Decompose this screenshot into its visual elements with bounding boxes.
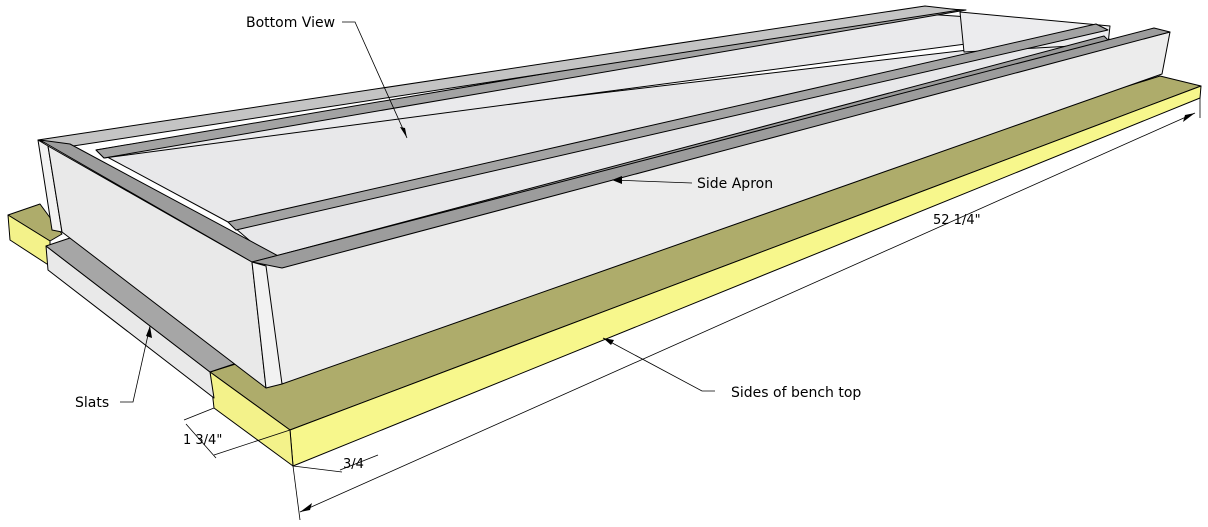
label-sides-of-bench-top: Sides of bench top [731, 385, 861, 401]
leader-slats-arrow [146, 326, 152, 338]
leader-sides-bench-top [602, 337, 715, 392]
length-dim-arrow-left [300, 503, 312, 512]
inner-rail-middle [227, 23, 1109, 231]
thickness-dim-line [339, 454, 379, 471]
leader-bottom-view [342, 21, 408, 139]
dim-length: 52 1/4" [933, 213, 981, 228]
side-apron-top [251, 27, 1171, 269]
leader-bottom-view-arrow [400, 127, 407, 138]
width-dim-ext-top [183, 407, 215, 421]
leader-side-apron [611, 179, 693, 184]
width-dim-ext-bottom [213, 429, 291, 456]
leader-slats [120, 325, 151, 403]
label-side-apron: Side Apron [697, 176, 773, 192]
length-dim-ext-left [292, 465, 301, 521]
width-dim-line [185, 423, 217, 459]
dim-width: 1 3/4" [183, 433, 222, 448]
leader-sides-bench-top-arrow [603, 338, 614, 345]
side-apron-end [251, 261, 283, 389]
leader-side-apron-arrow [612, 176, 622, 184]
length-dim-arrow-right [1183, 113, 1195, 122]
label-bottom-view: Bottom View [246, 15, 335, 31]
label-slats: Slats [75, 395, 109, 411]
dim-thickness: 3/4 [343, 457, 364, 472]
length-dim-line [299, 112, 1196, 513]
thickness-dim-ext [292, 465, 343, 473]
